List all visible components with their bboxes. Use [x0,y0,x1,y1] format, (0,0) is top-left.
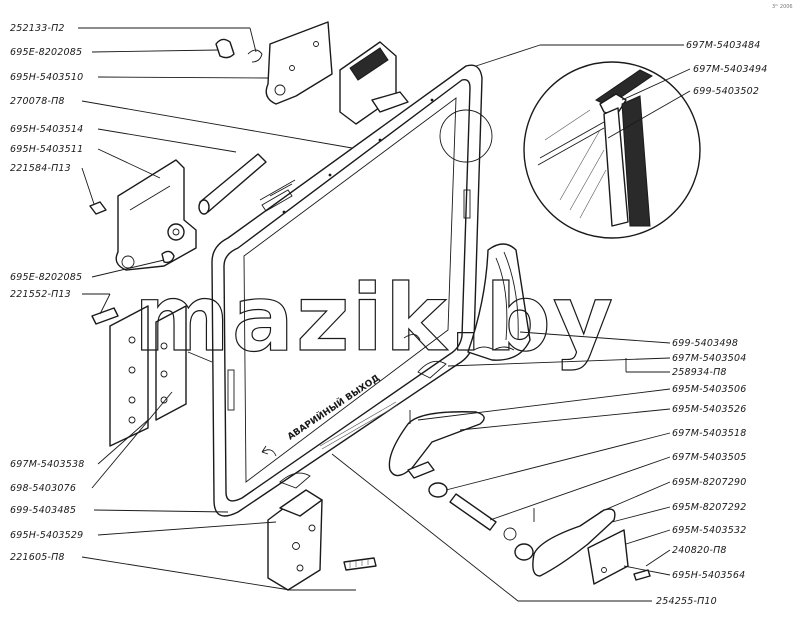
label-left-2: 695H-5403510 [10,72,83,83]
label-left-3: 270078-П8 [10,96,65,107]
label-right-5: 258934-П8 [672,367,727,378]
label-right-0: 697M-5403484 [686,40,760,51]
label-left-4: 695H-5403514 [10,124,83,135]
label-right-8: 697M-5403518 [672,428,746,439]
label-right-15: 254255-П10 [656,596,717,607]
label-right-7: 695M-5403526 [672,404,746,415]
right-callouts: 697M-5403484 697M-5403494 699-5403502 69… [656,40,767,607]
handle-assembly [388,410,651,585]
top-clamp-assembly [339,41,409,125]
left-callouts: 252133-П2 695E-8202085 695H-5403510 2700… [10,23,84,563]
label-left-11: 699-5403485 [10,505,76,516]
rubber-seal-piece [467,243,531,361]
label-right-14: 695H-5403564 [672,570,745,581]
label-right-1: 697M-5403494 [693,64,767,75]
label-right-9: 697M-5403505 [672,452,746,463]
label-left-6: 221584-П13 [10,163,71,174]
label-right-13: 240820-П8 [672,545,727,556]
label-left-7: 695E-8202085 [10,272,82,283]
label-left-10: 698-5403076 [10,483,76,494]
bottom-block-assembly [267,489,377,591]
detail-focus-circle [439,109,493,163]
label-left-13: 221605-П8 [10,552,65,563]
label-right-2: 699-5403502 [693,86,759,97]
label-left-1: 695E-8202085 [10,47,82,58]
seal-profile-detail [523,61,701,239]
label-right-4: 697M-5403504 [672,353,746,364]
emergency-window-frame [211,64,483,517]
label-left-0: 252133-П2 [10,23,65,34]
label-left-12: 695H-5403529 [10,530,83,541]
pin-and-side-hinge [89,153,267,271]
label-left-5: 695H-5403511 [10,144,83,155]
label-right-11: 695M-8207292 [672,502,746,513]
top-hinge-assembly [215,21,333,105]
left-hinge-plates [91,305,213,447]
watermark: mazik.by [134,265,615,372]
label-right-10: 695M-8207290 [672,477,746,488]
label-right-6: 695M-5403506 [672,384,746,395]
left-leader-lines [78,27,356,591]
label-left-8: 221552-П13 [10,289,71,300]
right-leader-lines [331,44,691,602]
label-left-9: 697M-5403538 [10,459,84,470]
label-right-3: 699-5403498 [672,338,738,349]
label-right-12: 695M-5403532 [672,525,746,536]
corner-mark: 3ᵐ 2006 [772,4,793,10]
